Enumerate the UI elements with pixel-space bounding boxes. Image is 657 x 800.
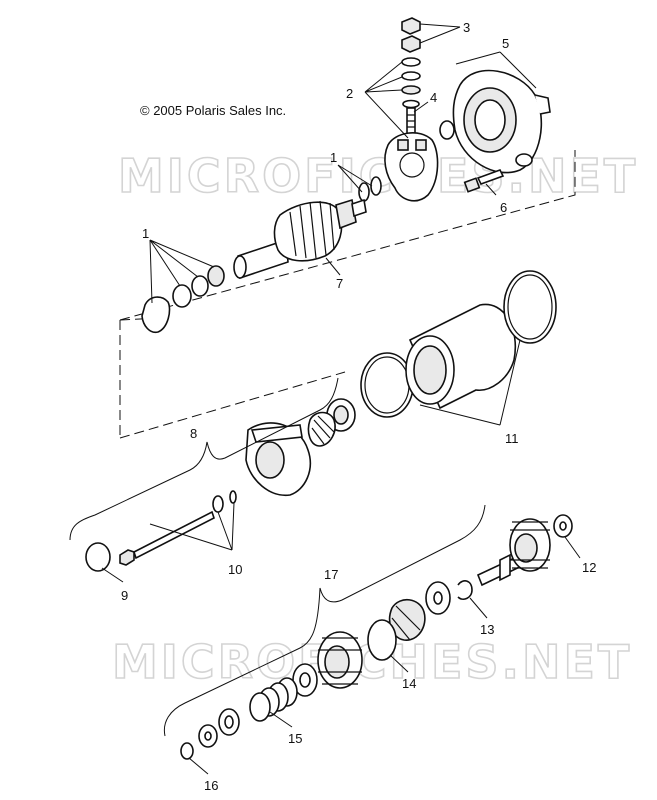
clutch-spring (198, 677, 298, 748)
callout-12: 12 (582, 560, 596, 575)
brush-holder-plate (384, 132, 439, 202)
callout-5: 5 (502, 36, 509, 51)
callout-6: 6 (500, 200, 507, 215)
dashed-alignment-lines (119, 150, 576, 439)
callout-labels: 3 5 2 4 1 6 1 7 8 11 10 9 17 12 13 14 15… (121, 20, 596, 793)
callout-16: 16 (204, 778, 218, 793)
copyright-notice: © 2005 Polaris Sales Inc. (140, 103, 287, 118)
pinion-gear-assembly (476, 514, 573, 587)
callout-10: 10 (228, 562, 242, 577)
callout-17: 17 (324, 567, 338, 582)
snap-ring (457, 580, 473, 600)
leader-lines (101, 23, 581, 775)
armature (233, 198, 367, 280)
group-braces (69, 377, 486, 737)
callout-8: 8 (190, 426, 197, 441)
clutch-assembly (292, 631, 363, 697)
callout-4: 4 (430, 90, 437, 105)
callout-1-top: 1 (330, 150, 337, 165)
callout-1-left: 1 (142, 226, 149, 241)
o-ring (85, 542, 111, 572)
retaining-ring (367, 619, 397, 661)
callout-9: 9 (121, 588, 128, 603)
drive-end-housing (245, 398, 356, 497)
housing-bolt (463, 169, 505, 193)
callout-11: 11 (505, 431, 519, 446)
end-housing (439, 69, 551, 174)
nut-washer-stack (401, 17, 421, 109)
armature-washers-left (141, 265, 225, 334)
callout-7: 7 (336, 276, 343, 291)
callout-3: 3 (463, 20, 470, 35)
through-bolt (119, 490, 237, 566)
end-washer (180, 742, 194, 760)
callout-13: 13 (480, 622, 494, 637)
callout-14: 14 (402, 676, 416, 691)
callout-15: 15 (288, 731, 302, 746)
retainer-washer (388, 581, 451, 641)
callout-2: 2 (346, 86, 353, 101)
field-housing (360, 270, 557, 418)
